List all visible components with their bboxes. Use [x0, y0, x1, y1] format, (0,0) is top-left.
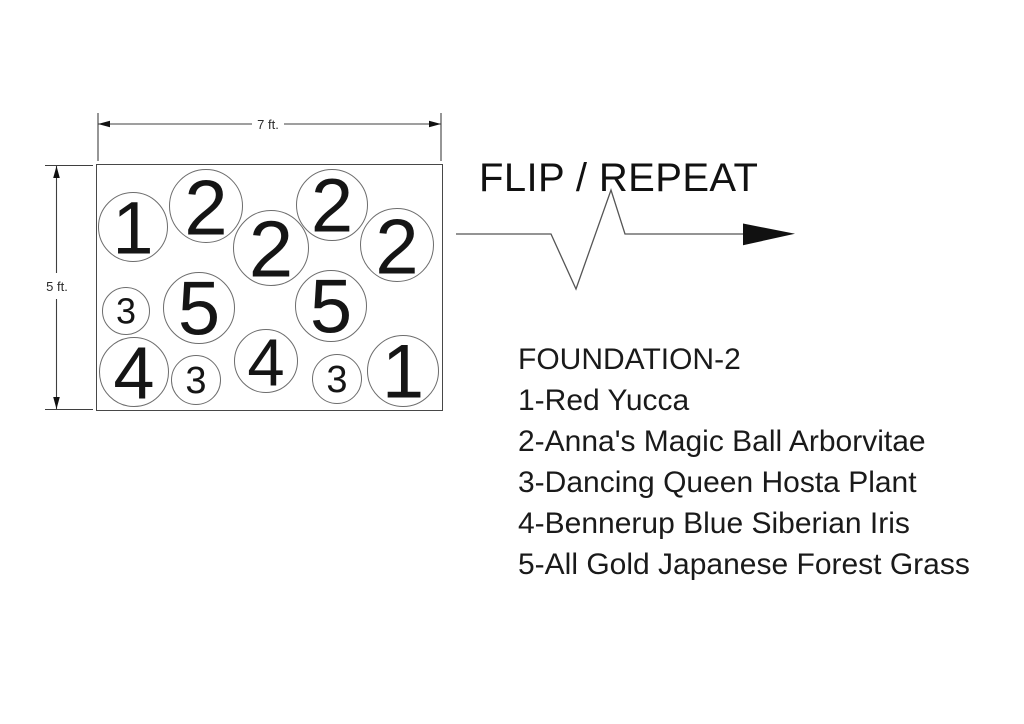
plant-circle: 5: [163, 271, 235, 347]
planting-bed: [96, 164, 443, 411]
flip-arrowhead-icon: [743, 223, 795, 246]
plant-legend: FOUNDATION-2 1-Red Yucca 2-Anna's Magic B…: [518, 339, 970, 585]
plant-circle: 3: [312, 354, 362, 404]
dimension-arrow-icon: [53, 166, 60, 178]
flip-repeat-title: FLIP / REPEAT: [479, 156, 759, 200]
plant-circle-label: 2: [248, 204, 294, 294]
plant-circle-label: 5: [177, 266, 221, 352]
flip-arrow-line: [456, 187, 743, 291]
plant-circle-label: 1: [112, 186, 154, 270]
dimension-arrow-icon: [429, 120, 441, 128]
plant-circle-label: 4: [113, 331, 155, 415]
plant-circle: 5: [295, 269, 367, 345]
plant-circle: 4: [99, 331, 169, 415]
plant-circle: 1: [367, 334, 439, 410]
legend-item: 5-All Gold Japanese Forest Grass: [518, 547, 970, 581]
plant-circle: 4: [234, 324, 298, 400]
dimension-arrow-icon: [53, 397, 60, 409]
plant-circle: 3: [171, 355, 221, 405]
plant-circle-label: 4: [247, 324, 285, 400]
legend-title: FOUNDATION-2: [518, 342, 741, 376]
plant-circle-label: 2: [184, 163, 228, 252]
plant-circle: 1: [98, 186, 168, 270]
legend-item: 3-Dancing Queen Hosta Plant: [518, 465, 917, 499]
plant-circle-label: 1: [381, 329, 425, 415]
plant-circle-label: 5: [309, 264, 353, 350]
legend-item: 2-Anna's Magic Ball Arborvitae: [518, 424, 926, 458]
plant-circle-label: 2: [375, 202, 419, 291]
dimension-arrow-icon: [98, 120, 110, 128]
plant-circle: 2: [296, 168, 368, 244]
plant-circle: 2: [360, 208, 434, 286]
plant-circle-label: 3: [185, 359, 207, 402]
height-dimension-label: 5 ft.: [46, 279, 68, 294]
plant-circle-label: 3: [326, 358, 348, 401]
plant-circle: 2: [233, 209, 309, 289]
plant-circle-label: 3: [115, 290, 137, 332]
plant-circle: 3: [102, 287, 150, 335]
plant-circle: 2: [169, 169, 243, 247]
legend-item: 4-Bennerup Blue Siberian Iris: [518, 506, 910, 540]
legend-items: 1-Red Yucca 2-Anna's Magic Ball Arborvita…: [518, 380, 970, 585]
legend-item: 1-Red Yucca: [518, 383, 690, 417]
width-dimension-label: 7 ft.: [257, 117, 279, 132]
plant-circle-label: 2: [310, 163, 354, 249]
